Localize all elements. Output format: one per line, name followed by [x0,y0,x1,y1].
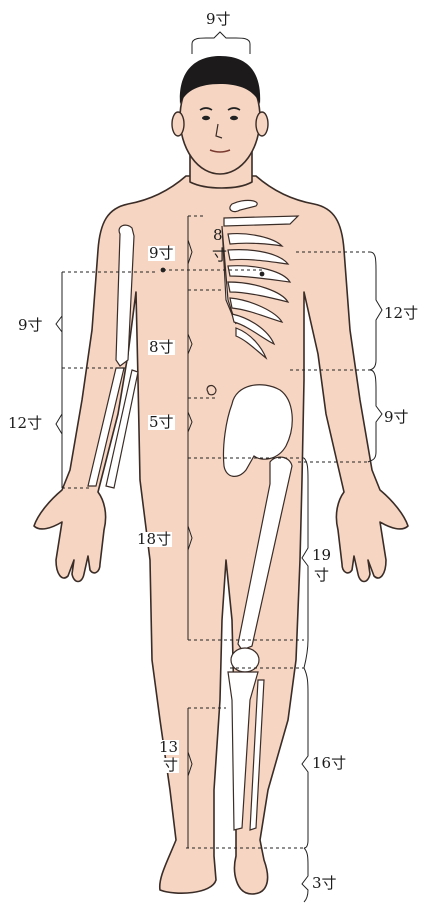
label-thigh-outer-number: 19 [312,548,331,563]
head [172,56,268,174]
label-thigh-outer-unit: 寸 [314,568,329,583]
label-sternum-unit: 寸 [212,248,227,263]
label-foot: 3寸 [312,876,337,891]
label-shin-inner-number: 13 [158,740,179,755]
label-forearm: 12寸 [8,416,42,431]
label-shin-inner-unit: 寸 [162,758,179,773]
label-upper-arm: 9寸 [18,318,43,333]
label-thigh-inner: 18寸 [136,532,172,547]
label-chest-nipples: 9寸 [148,246,175,261]
label-upper-abdomen: 8寸 [148,340,175,355]
label-lower-abdomen: 5寸 [148,415,175,430]
label-head-width: 9寸 [206,12,231,27]
label-torso-side-lower: 9寸 [384,410,409,425]
label-shin-outer: 16寸 [312,756,346,771]
nipple-right [260,272,265,277]
label-sternum-number: 8 [213,228,223,243]
label-torso-side-upper: 12寸 [384,306,418,321]
